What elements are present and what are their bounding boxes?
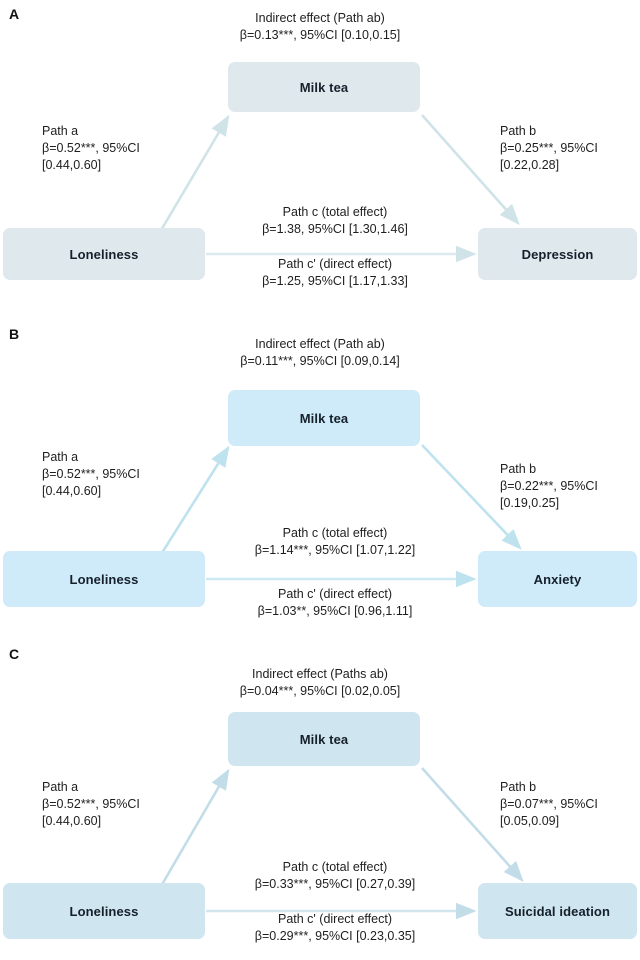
label-path-c: Path c (total effect) β=0.33***, 95%CI [… [185, 859, 485, 893]
node-milk-tea: Milk tea [228, 62, 420, 112]
path-c-title: Path c (total effect) [282, 860, 388, 874]
path-a-stats-2: [0.44,0.60] [42, 158, 102, 172]
label-path-c: Path c (total effect) β=1.38, 95%CI [1.3… [185, 204, 485, 238]
node-loneliness-label: Loneliness [69, 571, 139, 587]
node-loneliness: Loneliness [3, 883, 205, 939]
node-depression-label: Depression [521, 246, 594, 262]
node-depression: Depression [478, 228, 637, 280]
path-c-title: Path c (total effect) [282, 526, 388, 540]
indirect-stats: β=0.13***, 95%CI [0.10,0.15] [239, 28, 401, 42]
path-c-title: Path c (total effect) [282, 205, 388, 219]
panel-letter-b: B [9, 326, 20, 342]
label-path-a: Path a β=0.52***, 95%CI [0.44,0.60] [42, 123, 212, 174]
path-b-title: Path b [500, 462, 537, 476]
node-milk-tea-label: Milk tea [299, 79, 349, 95]
path-c-prime-stats: β=1.25, 95%CI [1.17,1.33] [262, 274, 408, 288]
path-b-stats-1: β=0.22***, 95%CI [500, 479, 598, 493]
label-path-a: Path a β=0.52***, 95%CI [0.44,0.60] [42, 449, 212, 500]
label-path-c: Path c (total effect) β=1.14***, 95%CI [… [185, 525, 485, 559]
node-anxiety: Anxiety [478, 551, 637, 607]
label-indirect-effect: Indirect effect (Path ab) β=0.13***, 95%… [150, 10, 490, 44]
indirect-title: Indirect effect (Path ab) [255, 337, 385, 351]
path-c-prime-title: Path c' (direct effect) [277, 912, 392, 926]
panel-letter-a: A [9, 6, 20, 22]
node-suicidal-ideation-label: Suicidal ideation [505, 903, 610, 919]
node-milk-tea-label: Milk tea [299, 410, 349, 426]
path-c-stats: β=1.14***, 95%CI [1.07,1.22] [254, 543, 416, 557]
path-a-title: Path a [42, 450, 79, 464]
path-c-prime-title: Path c' (direct effect) [277, 587, 392, 601]
panel-a: A Loneliness Milk tea Depression Indirec… [0, 0, 640, 320]
path-a-title: Path a [42, 124, 79, 138]
path-c-prime-title: Path c' (direct effect) [277, 257, 392, 271]
path-c-stats: β=0.33***, 95%CI [0.27,0.39] [254, 877, 416, 891]
path-a-stats-1: β=0.52***, 95%CI [42, 467, 140, 481]
panel-b: B Loneliness Milk tea Anxiety Indirect e… [0, 320, 640, 640]
indirect-stats: β=0.04***, 95%CI [0.02,0.05] [239, 684, 401, 698]
node-loneliness-label: Loneliness [69, 246, 139, 262]
node-loneliness: Loneliness [3, 551, 205, 607]
path-a-stats-2: [0.44,0.60] [42, 484, 102, 498]
path-b-title: Path b [500, 780, 537, 794]
label-path-c-prime: Path c' (direct effect) β=1.25, 95%CI [1… [185, 256, 485, 290]
label-path-a: Path a β=0.52***, 95%CI [0.44,0.60] [42, 779, 212, 830]
node-anxiety-label: Anxiety [533, 571, 582, 587]
indirect-title: Indirect effect (Path ab) [255, 11, 385, 25]
path-b-stats-1: β=0.07***, 95%CI [500, 797, 598, 811]
indirect-title: Indirect effect (Paths ab) [252, 667, 388, 681]
path-b-stats-1: β=0.25***, 95%CI [500, 141, 598, 155]
path-c-prime-stats: β=1.03**, 95%CI [0.96,1.11] [257, 604, 413, 618]
path-a-stats-1: β=0.52***, 95%CI [42, 141, 140, 155]
node-milk-tea-label: Milk tea [299, 731, 349, 747]
node-loneliness-label: Loneliness [69, 903, 139, 919]
path-a-stats-2: [0.44,0.60] [42, 814, 102, 828]
label-path-b: Path b β=0.22***, 95%CI [0.19,0.25] [500, 461, 640, 512]
path-c-stats: β=1.38, 95%CI [1.30,1.46] [262, 222, 408, 236]
path-b-stats-2: [0.22,0.28] [500, 158, 560, 172]
path-a-title: Path a [42, 780, 79, 794]
path-b-title: Path b [500, 124, 537, 138]
label-indirect-effect: Indirect effect (Paths ab) β=0.04***, 95… [150, 666, 490, 700]
label-path-b: Path b β=0.07***, 95%CI [0.05,0.09] [500, 779, 640, 830]
panel-c: C Loneliness Milk tea Suicidal ideation … [0, 640, 640, 960]
node-milk-tea: Milk tea [228, 390, 420, 446]
node-suicidal-ideation: Suicidal ideation [478, 883, 637, 939]
label-path-c-prime: Path c' (direct effect) β=0.29***, 95%CI… [185, 911, 485, 945]
indirect-stats: β=0.11***, 95%CI [0.09,0.14] [240, 354, 400, 368]
label-path-c-prime: Path c' (direct effect) β=1.03**, 95%CI … [185, 586, 485, 620]
path-b-stats-2: [0.05,0.09] [500, 814, 560, 828]
label-indirect-effect: Indirect effect (Path ab) β=0.11***, 95%… [150, 336, 490, 370]
path-b-stats-2: [0.19,0.25] [500, 496, 560, 510]
node-loneliness: Loneliness [3, 228, 205, 280]
node-milk-tea: Milk tea [228, 712, 420, 766]
panel-letter-c: C [9, 646, 20, 662]
path-c-prime-stats: β=0.29***, 95%CI [0.23,0.35] [254, 929, 416, 943]
label-path-b: Path b β=0.25***, 95%CI [0.22,0.28] [500, 123, 640, 174]
path-a-stats-1: β=0.52***, 95%CI [42, 797, 140, 811]
